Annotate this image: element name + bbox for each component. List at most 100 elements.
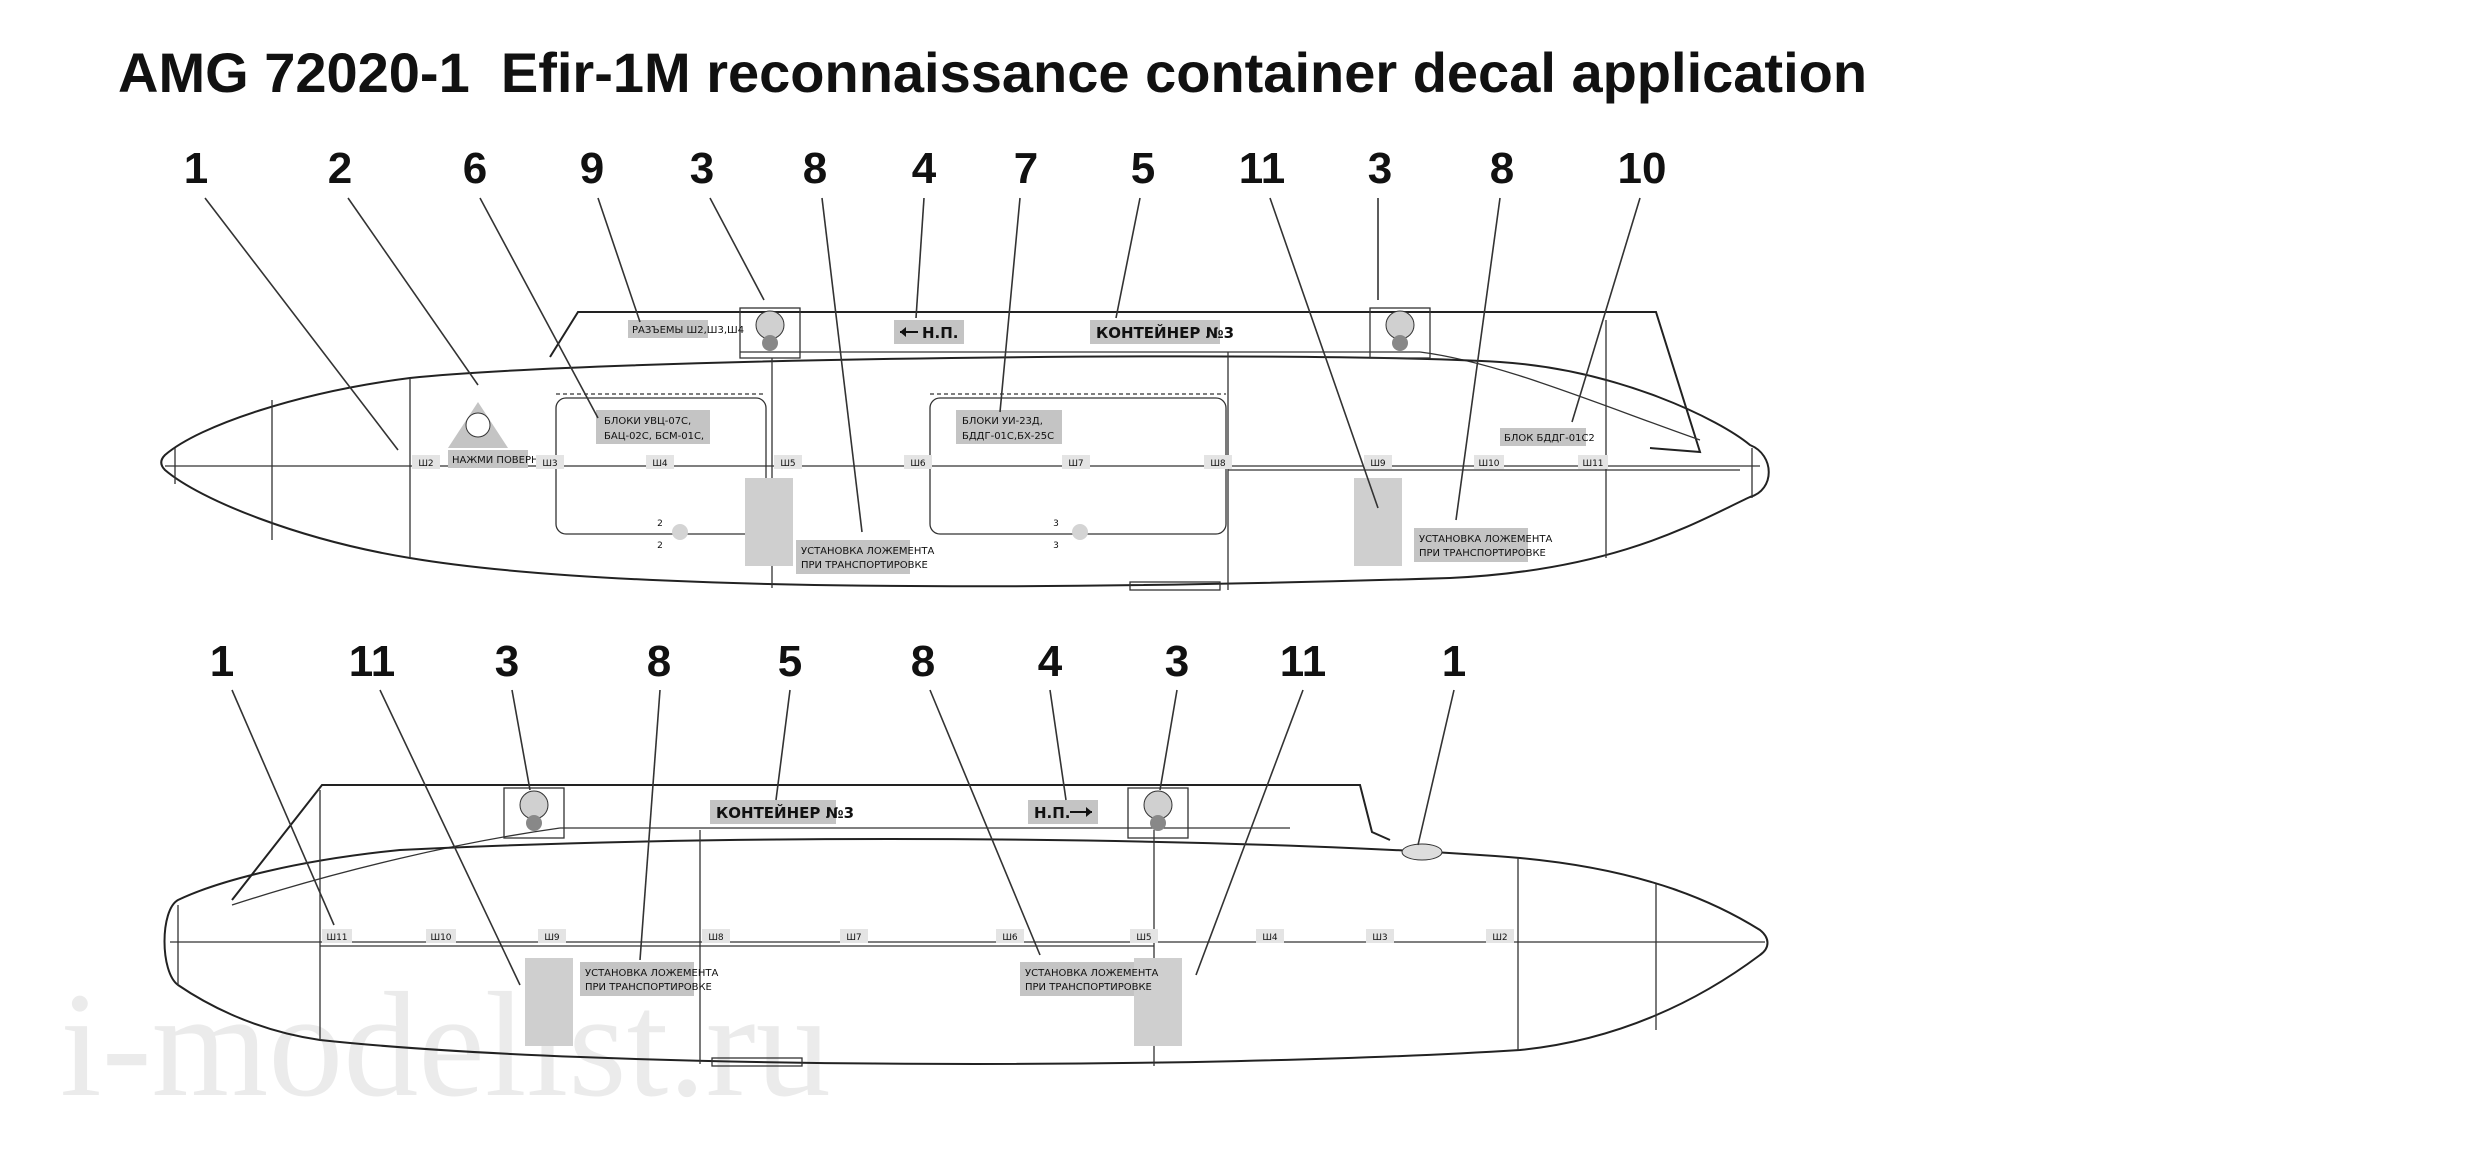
decal-nazhmi-povermi: НАЖМИ ПОВЕРНИ [448,402,546,468]
stencil-label: Ш5 [780,459,795,469]
hatch-number: 2 [657,519,663,529]
callout-9: 9 [580,144,604,193]
callout-1: 1 [210,637,234,686]
stencil-label: Ш3 [1372,933,1387,943]
top-callouts: 1 2 6 9 3 8 4 7 5 11 3 8 10 [184,144,1667,193]
callout-11: 11 [1239,144,1286,193]
svg-text:КОНТЕЙНЕР №3: КОНТЕЙНЕР №3 [716,803,854,822]
stencil-label: Ш2 [418,459,433,469]
stencil-label: Ш8 [708,933,724,943]
top-dorsal-fairing [549,311,1702,454]
callout-7: 7 [1014,144,1038,193]
callout-8b: 8 [911,637,935,686]
decal-container-no3: КОНТЕЙНЕР №3 [710,800,854,824]
decal-razemy: РАЗЪЕМЫ Ш2,Ш3,Ш4 [628,320,744,338]
fairing-line-aft [231,827,561,906]
suspension-lug-icon [1127,787,1189,839]
svg-text:Н.П.: Н.П. [922,324,959,342]
stencil-label: Ш8 [1210,459,1226,469]
svg-text:УСТАНОВКА ЛОЖЕМЕНТА: УСТАНОВКА ЛОЖЕМЕНТА [801,546,934,557]
callout-11b: 11 [1280,637,1327,686]
decal-ustanovka-1: УСТАНОВКА ЛОЖЕМЕНТА ПРИ ТРАНСПОРТИРОВКЕ [745,478,934,574]
bottom-leader-lines [231,689,1455,986]
decal-ustanovka-2: УСТАНОВКА ЛОЖЕМЕНТА ПРИ ТРАНСПОРТИРОВКЕ [1354,478,1552,566]
svg-text:КОНТЕЙНЕР №3: КОНТЕЙНЕР №3 [1096,323,1234,342]
callout-8: 8 [647,637,671,686]
callout-4: 4 [912,144,937,193]
callout-8b: 8 [1490,144,1514,193]
callout-3: 3 [690,144,714,193]
suspension-lug-icon [739,307,801,359]
decal-bloki-ui: БЛОКИ УИ-23Д, БДДГ-01С,БХ-25С [956,410,1062,444]
vent-grille [711,1057,803,1067]
svg-text:ПРИ ТРАНСПОРТИРОВКЕ: ПРИ ТРАНСПОРТИРОВКЕ [801,560,928,571]
svg-text:УСТАНОВКА ЛОЖЕМЕНТА: УСТАНОВКА ЛОЖЕМЕНТА [1419,534,1552,545]
svg-text:ПРИ ТРАНСПОРТИРОВКЕ: ПРИ ТРАНСПОРТИРОВКЕ [585,982,712,993]
stencil-label: Ш4 [1262,933,1278,943]
svg-text:БЛОКИ УИ-23Д,: БЛОКИ УИ-23Д, [962,416,1043,427]
callout-11: 11 [349,637,396,686]
stencil-label: Ш7 [1068,459,1083,469]
suspension-lug-icon [1369,307,1431,359]
stencil-label: Ш4 [652,459,668,469]
callout-8: 8 [803,144,827,193]
svg-text:НАЖМИ ПОВЕРНИ: НАЖМИ ПОВЕРНИ [452,455,546,466]
callout-5: 5 [778,637,802,686]
decal-ustanovka-1: УСТАНОВКА ЛОЖЕМЕНТА ПРИ ТРАНСПОРТИРОВКЕ [525,958,718,1046]
callout-3: 3 [495,637,519,686]
svg-text:РАЗЪЕМЫ Ш2,Ш3,Ш4: РАЗЪЕМЫ Ш2,Ш3,Ш4 [632,325,744,336]
bottom-dorsal-fairing [231,784,1391,901]
stencil-label: Ш7 [846,933,861,943]
decal-np-arrow: Н.П. [894,320,964,344]
stencil-label: Ш6 [910,459,926,469]
callout-4: 4 [1038,637,1063,686]
stencil-label: Ш9 [1370,459,1386,469]
page-title: AMG 72020-1 Efir-1M reconnaissance conta… [118,41,1868,104]
callout-1: 1 [184,144,208,193]
bottom-view: 1 11 3 8 5 8 4 3 11 1 [163,637,1769,1067]
callout-6: 6 [463,144,487,193]
decal-blok-bddg: БЛОК БДДГ-01С2 [1500,428,1595,446]
fairing-line-aft [1419,351,1701,441]
svg-text:ПРИ ТРАНСПОРТИРОВКЕ: ПРИ ТРАНСПОРТИРОВКЕ [1419,548,1546,559]
svg-text:БАЦ-02С, БСМ-01С,: БАЦ-02С, БСМ-01С, [604,431,704,442]
stencil-label: Ш5 [1136,933,1151,943]
hatch-left-fastener [672,524,688,540]
stencil-label: Ш6 [1002,933,1018,943]
callout-10: 10 [1618,144,1667,193]
svg-text:УСТАНОВКА ЛОЖЕМЕНТА: УСТАНОВКА ЛОЖЕМЕНТА [1025,968,1158,979]
top-view: 1 2 6 9 3 8 4 7 5 11 3 8 10 [160,144,1770,591]
svg-text:БДДГ-01С,БХ-25С: БДДГ-01С,БХ-25С [962,431,1054,442]
stencil-label: Ш10 [430,933,451,943]
callout-2: 2 [328,144,352,193]
callout-1b: 1 [1442,637,1466,686]
suspension-lug-icon [503,787,565,839]
bottom-stencils: Ш11 Ш10 Ш9 Ш8 Ш7 Ш6 Ш5 Ш4 Ш3 Ш2 [322,929,1514,943]
vent-grille [1129,581,1221,591]
hatch-right-fastener [1072,524,1088,540]
svg-text:БЛОК БДДГ-01С2: БЛОК БДДГ-01С2 [1504,433,1595,444]
bottom-callouts: 1 11 3 8 5 8 4 3 11 1 [210,637,1466,686]
svg-text:ПРИ ТРАНСПОРТИРОВКЕ: ПРИ ТРАНСПОРТИРОВКЕ [1025,982,1152,993]
stencil-label: Ш11 [1582,459,1603,469]
svg-text:Н.П.: Н.П. [1034,804,1071,822]
top-container-body [160,355,1770,588]
watermark: i-modelist.ru [60,962,831,1128]
decal-np-arrow: Н.П. [1028,800,1098,824]
callout-3b: 3 [1368,144,1392,193]
hatch-number: 3 [1053,519,1059,529]
decal-ustanovka-2: УСТАНОВКА ЛОЖЕМЕНТА ПРИ ТРАНСПОРТИРОВКЕ [1020,958,1182,1046]
stencil-label: Ш10 [1478,459,1499,469]
top-stencils: Ш2 Ш3 Ш4 Ш5 Ш6 Ш7 Ш8 Ш9 Ш10 Ш11 [412,455,1608,469]
decal-container-no3: КОНТЕЙНЕР №3 [1090,320,1234,344]
callout-5: 5 [1131,144,1155,193]
decal-bloki-uvc: БЛОКИ УВЦ-07С, БАЦ-02С, БСМ-01С, [596,410,710,444]
stencil-label: Ш9 [544,933,560,943]
stencil-label: Ш3 [542,459,557,469]
stencil-label: Ш2 [1492,933,1507,943]
callout-3b: 3 [1165,637,1189,686]
hatch-number: 2 [657,541,663,551]
svg-text:БЛОКИ УВЦ-07С,: БЛОКИ УВЦ-07С, [604,416,691,427]
sensor-fairing [1401,843,1443,861]
